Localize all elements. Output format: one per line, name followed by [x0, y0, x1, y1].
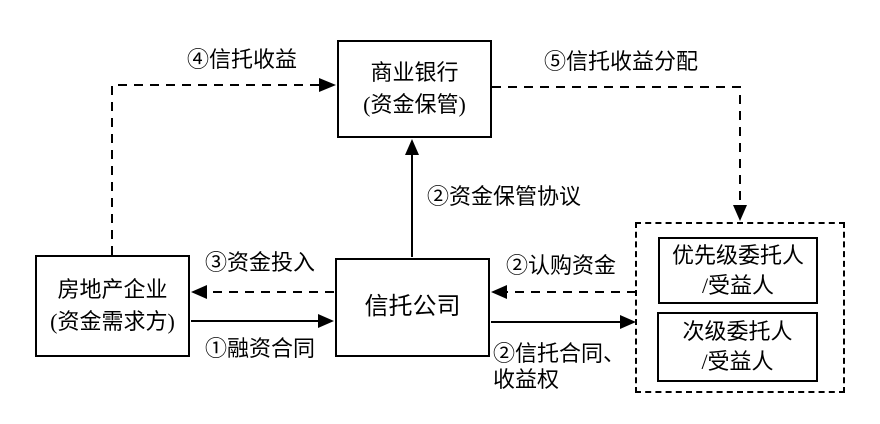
- senior-beneficiary-line2: /受益人: [701, 272, 775, 298]
- edge-label-trust-contract: ②信托合同、 收益权: [493, 341, 648, 393]
- edge-custody-agreement-arrowhead: [405, 139, 419, 155]
- real-estate-enterprise-title: 房地产企业: [57, 277, 168, 303]
- real-estate-enterprise-subtitle: (资金需求方): [50, 309, 175, 334]
- node-trust-company: 信托公司: [335, 258, 490, 357]
- edge-income-distribution-line: [492, 86, 741, 205]
- junior-beneficiary-line2: /受益人: [701, 349, 774, 374]
- edge-label-income-distribution: ⑤信托收益分配: [543, 49, 698, 74]
- edge-trust-income-line: [111, 84, 319, 255]
- edge-financing-contract-arrowhead: [318, 314, 334, 328]
- edge-trust-contract-arrowhead: [620, 315, 636, 329]
- edge-capital-injection-arrowhead: [191, 285, 207, 299]
- commercial-bank-subtitle: (资金保管): [363, 92, 466, 117]
- junior-beneficiary-line1: 次级委托人: [682, 319, 793, 345]
- edge-label-trust-income: ④信托收益: [186, 47, 297, 72]
- edge-trust-income-arrowhead: [319, 78, 336, 92]
- edge-label-trust-contract-line2: 收益权: [493, 367, 560, 392]
- senior-beneficiary-line1: 优先级委托人: [671, 242, 804, 268]
- trust-company-title: 信托公司: [364, 294, 461, 321]
- node-junior-beneficiary: 次级委托人 /受益人: [657, 312, 818, 382]
- edge-label-custody-agreement: ②资金保管协议: [427, 184, 582, 209]
- edge-label-financing-contract: ①融资合同: [204, 336, 315, 361]
- edge-income-distribution-arrowhead: [733, 205, 747, 221]
- node-commercial-bank: 商业银行 (资金保管): [337, 40, 492, 138]
- edge-label-trust-contract-line1: ②信托合同、: [493, 341, 626, 366]
- node-senior-beneficiary: 优先级委托人 /受益人: [658, 237, 818, 304]
- edge-label-capital-injection: ③资金投入: [204, 250, 315, 275]
- edge-label-subscription-funds: ②认购资金: [505, 253, 616, 278]
- edge-subscription-funds-arrowhead: [491, 285, 507, 299]
- node-real-estate-enterprise: 房地产企业 (资金需求方): [35, 255, 190, 357]
- commercial-bank-title: 商业银行: [370, 60, 459, 86]
